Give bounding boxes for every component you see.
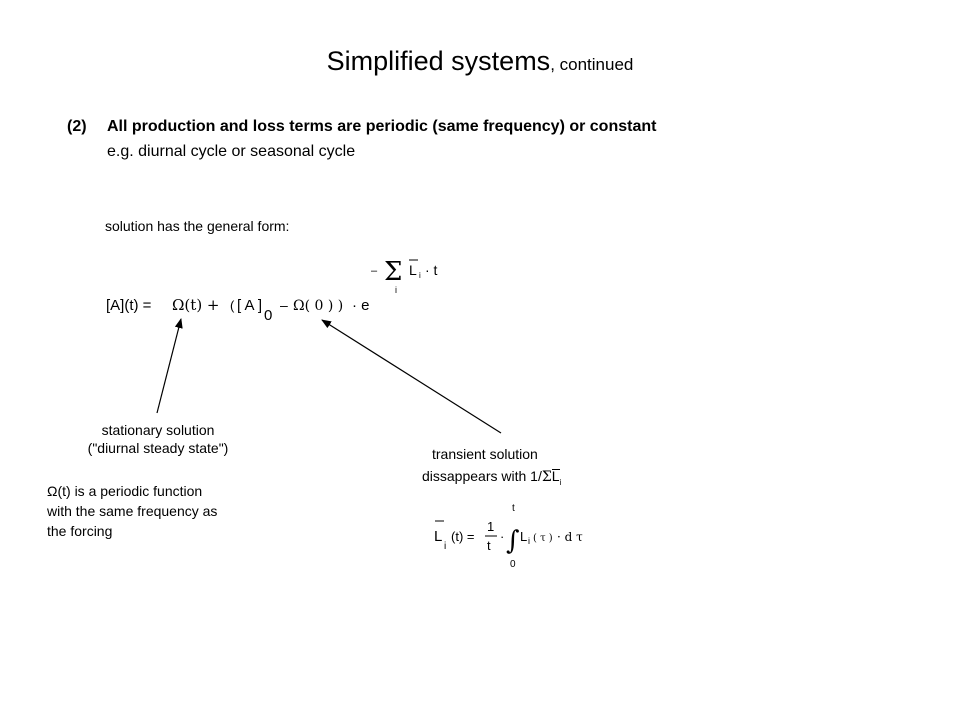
arrow-transient bbox=[321, 319, 502, 434]
item-text: All production and loss terms are period… bbox=[107, 118, 657, 135]
avg-integrand-sub: i bbox=[528, 536, 530, 546]
exp-sigma-sub: i bbox=[395, 285, 397, 295]
avg-upper-limit: t bbox=[512, 503, 515, 514]
transient-line1: transient solution bbox=[432, 446, 538, 462]
avg-integrand-L: L bbox=[520, 529, 527, 544]
item-example: e.g. diurnal cycle or seasonal cycle bbox=[107, 143, 356, 160]
exp-sigma: Σ bbox=[384, 257, 402, 287]
exp-minus: – bbox=[371, 265, 378, 277]
eq-open-paren: ( bbox=[230, 298, 235, 313]
exp-L: L bbox=[409, 262, 417, 278]
stationary-line1: stationary solution bbox=[101, 422, 215, 438]
arrow-stationary bbox=[156, 318, 183, 414]
stationary-line2: ("diurnal steady state") bbox=[87, 440, 229, 456]
avg-integral: ∫ bbox=[506, 526, 520, 556]
transient-text: dissappears with 1/ bbox=[422, 468, 542, 484]
eq-omega-zero: Ω( 0 ) ) bbox=[293, 298, 343, 314]
transient-L: L bbox=[551, 468, 560, 484]
eq-minus: – bbox=[280, 297, 288, 313]
transient-sigma: Σ bbox=[541, 469, 552, 485]
avg-lower-limit: 0 bbox=[510, 559, 516, 570]
title-main: Simplified systems bbox=[326, 46, 551, 76]
omega-desc-line1: Ω(t) is a periodic function bbox=[47, 483, 203, 499]
eq-lhs: [A](t) = bbox=[106, 297, 152, 314]
avg-arg: (t) = bbox=[451, 529, 474, 544]
eq-dot-e: · e bbox=[352, 297, 370, 314]
avg-frac-num: 1 bbox=[487, 519, 494, 534]
omega-description: Ω(t) is a periodic function with the sam… bbox=[47, 481, 217, 541]
avg-dtau: · d τ bbox=[557, 530, 583, 544]
exp-sub-i: i bbox=[419, 271, 421, 280]
omega-desc-line2: with the same frequency as bbox=[47, 503, 218, 519]
avg-L: L bbox=[434, 528, 442, 545]
eq-sub-zero: 0 bbox=[264, 307, 272, 324]
exp-dot-t: · t bbox=[425, 262, 438, 278]
avg-sub-i: i bbox=[444, 541, 446, 552]
title-suffix: , continued bbox=[550, 55, 634, 74]
slide-title: Simplified systems, continued bbox=[0, 46, 960, 77]
omega-desc-line3: the forcing bbox=[47, 523, 113, 539]
eq-bracket-a: [ A ] bbox=[237, 297, 262, 314]
avg-dot: · bbox=[500, 529, 504, 544]
transient-sub: i bbox=[559, 477, 562, 487]
avg-frac-den: t bbox=[487, 538, 491, 553]
avg-integrand-arg: ( τ ) bbox=[533, 533, 553, 544]
stationary-label: stationary solution ("diurnal steady sta… bbox=[58, 422, 258, 456]
eq-omega-t: Ω(t) + bbox=[172, 296, 220, 314]
solution-intro: solution has the general form: bbox=[105, 218, 290, 234]
item-number: (2) bbox=[67, 118, 87, 135]
